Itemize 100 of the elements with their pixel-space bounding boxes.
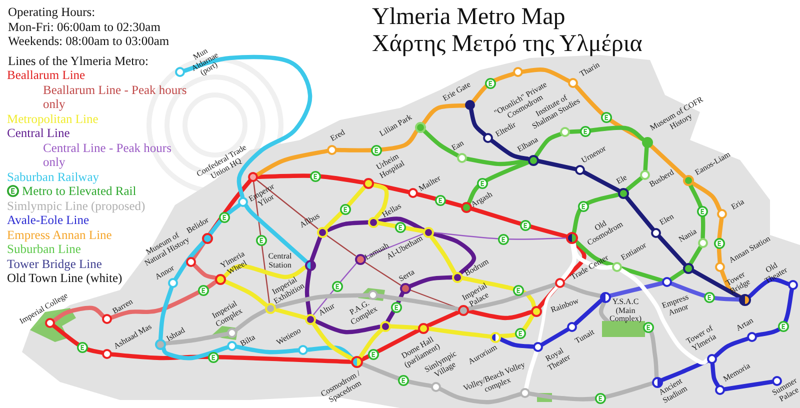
metro-line bbox=[360, 328, 420, 362]
metro-line bbox=[364, 261, 401, 286]
metro-line bbox=[432, 232, 567, 240]
metro-line bbox=[426, 326, 492, 338]
station-name: Elen bbox=[658, 212, 676, 228]
metro-line bbox=[690, 268, 742, 300]
metro-line bbox=[182, 54, 312, 200]
metro-line bbox=[534, 132, 563, 158]
metro-line bbox=[273, 307, 307, 320]
station-name: Ele bbox=[615, 174, 629, 186]
metro-line bbox=[388, 324, 420, 330]
metro-line bbox=[568, 126, 644, 142]
legend-label: Central Line bbox=[7, 126, 70, 140]
station-name: Serta bbox=[398, 268, 416, 284]
metro-line bbox=[460, 276, 536, 308]
metro-line bbox=[748, 277, 790, 298]
metro-line bbox=[536, 159, 578, 172]
station-name: Nania bbox=[678, 228, 698, 244]
metro-line bbox=[498, 336, 536, 349]
metro-line bbox=[520, 67, 571, 83]
station-name: Ered bbox=[329, 128, 347, 144]
metro-line bbox=[376, 216, 426, 232]
station-name: Central Station bbox=[267, 252, 293, 270]
metro-line bbox=[158, 286, 174, 341]
metro-line bbox=[174, 240, 206, 281]
legend-label: Simlympic Line (proposed) bbox=[7, 198, 146, 213]
metro-line bbox=[360, 362, 434, 388]
metro-line bbox=[244, 204, 308, 264]
metro-line bbox=[754, 288, 794, 338]
metro-line bbox=[325, 220, 370, 232]
metro-line bbox=[648, 144, 686, 178]
metro-line bbox=[466, 282, 558, 311]
station-name: Hellas bbox=[381, 202, 403, 220]
metro-line bbox=[371, 182, 389, 220]
metro-line bbox=[431, 232, 476, 275]
metro-line bbox=[422, 128, 460, 158]
legend-label: Avale-Eole Line bbox=[7, 213, 90, 228]
metro-line bbox=[310, 235, 322, 262]
metro-line bbox=[490, 138, 530, 161]
metro-line bbox=[608, 281, 664, 298]
metro-line bbox=[625, 176, 644, 192]
metro-line bbox=[574, 298, 603, 326]
metro-line bbox=[524, 350, 539, 390]
metro-line bbox=[52, 324, 104, 355]
station-marker bbox=[175, 67, 185, 77]
metro-line bbox=[572, 192, 620, 234]
legend-label: Central Line - Peak hours only bbox=[43, 140, 172, 170]
metro-line bbox=[371, 182, 410, 194]
metro-line bbox=[324, 185, 366, 230]
metro-line bbox=[582, 170, 620, 192]
legend-label: Empress Annan Line bbox=[7, 228, 112, 242]
legend-heading: Lines of the Ylmeria Metro: bbox=[8, 54, 148, 68]
legend-label: Metro to Elevated Rail bbox=[22, 184, 136, 198]
station-name: Tharin bbox=[578, 60, 602, 80]
metro-line bbox=[498, 313, 535, 338]
metro-line bbox=[471, 72, 516, 104]
metro-line bbox=[234, 308, 268, 332]
station-name: Erie Gate bbox=[442, 80, 472, 104]
metro-line bbox=[657, 234, 686, 266]
station-name: Trade Center bbox=[570, 254, 610, 282]
metro-line bbox=[253, 181, 270, 304]
metro-line bbox=[429, 234, 456, 274]
station-name: Annor bbox=[154, 264, 176, 282]
station-name: Empress Annor bbox=[660, 292, 691, 320]
metro-line bbox=[208, 203, 242, 236]
metro-line bbox=[408, 275, 454, 288]
metro-line bbox=[537, 285, 559, 344]
legend-label: Beallarum Line bbox=[7, 68, 86, 82]
metro-line bbox=[376, 294, 460, 312]
metro-line bbox=[426, 310, 460, 328]
metro-line bbox=[422, 103, 468, 126]
metro-line bbox=[538, 284, 559, 309]
station-name: Eria bbox=[730, 198, 746, 212]
map-title: Ylmeria Metro Map bbox=[372, 4, 566, 31]
metro-line bbox=[688, 182, 706, 240]
legend-label: Suburban Line bbox=[7, 242, 81, 256]
metro-line bbox=[192, 263, 217, 280]
metro-line bbox=[643, 145, 649, 172]
metro-line bbox=[624, 195, 655, 232]
station-name: Lilian Park bbox=[378, 113, 414, 139]
metro-line bbox=[710, 362, 720, 388]
metro-line bbox=[438, 387, 522, 404]
metro-line bbox=[222, 264, 308, 280]
metro-line bbox=[312, 262, 357, 316]
metro-line bbox=[714, 336, 750, 358]
legend-label: Tower Bridge Line bbox=[7, 256, 102, 271]
station-name: Rainbow bbox=[550, 297, 580, 315]
metro-line bbox=[467, 160, 530, 204]
metro-line bbox=[620, 266, 664, 283]
metro-line bbox=[669, 269, 686, 282]
station-name: Artan bbox=[734, 316, 756, 334]
legend-label: Metropolitan Line bbox=[7, 112, 98, 126]
metro-line bbox=[334, 129, 419, 152]
metro-line bbox=[540, 327, 570, 347]
legend-label: Beallarum Line - Peak hours only bbox=[43, 82, 188, 112]
metro-line bbox=[670, 282, 742, 302]
metro-line bbox=[688, 245, 702, 266]
map-subtitle: Χάρτης Μετρό της Υλμέρια bbox=[372, 31, 642, 59]
station-name: Tunait bbox=[574, 328, 596, 346]
metro-line bbox=[386, 290, 405, 324]
